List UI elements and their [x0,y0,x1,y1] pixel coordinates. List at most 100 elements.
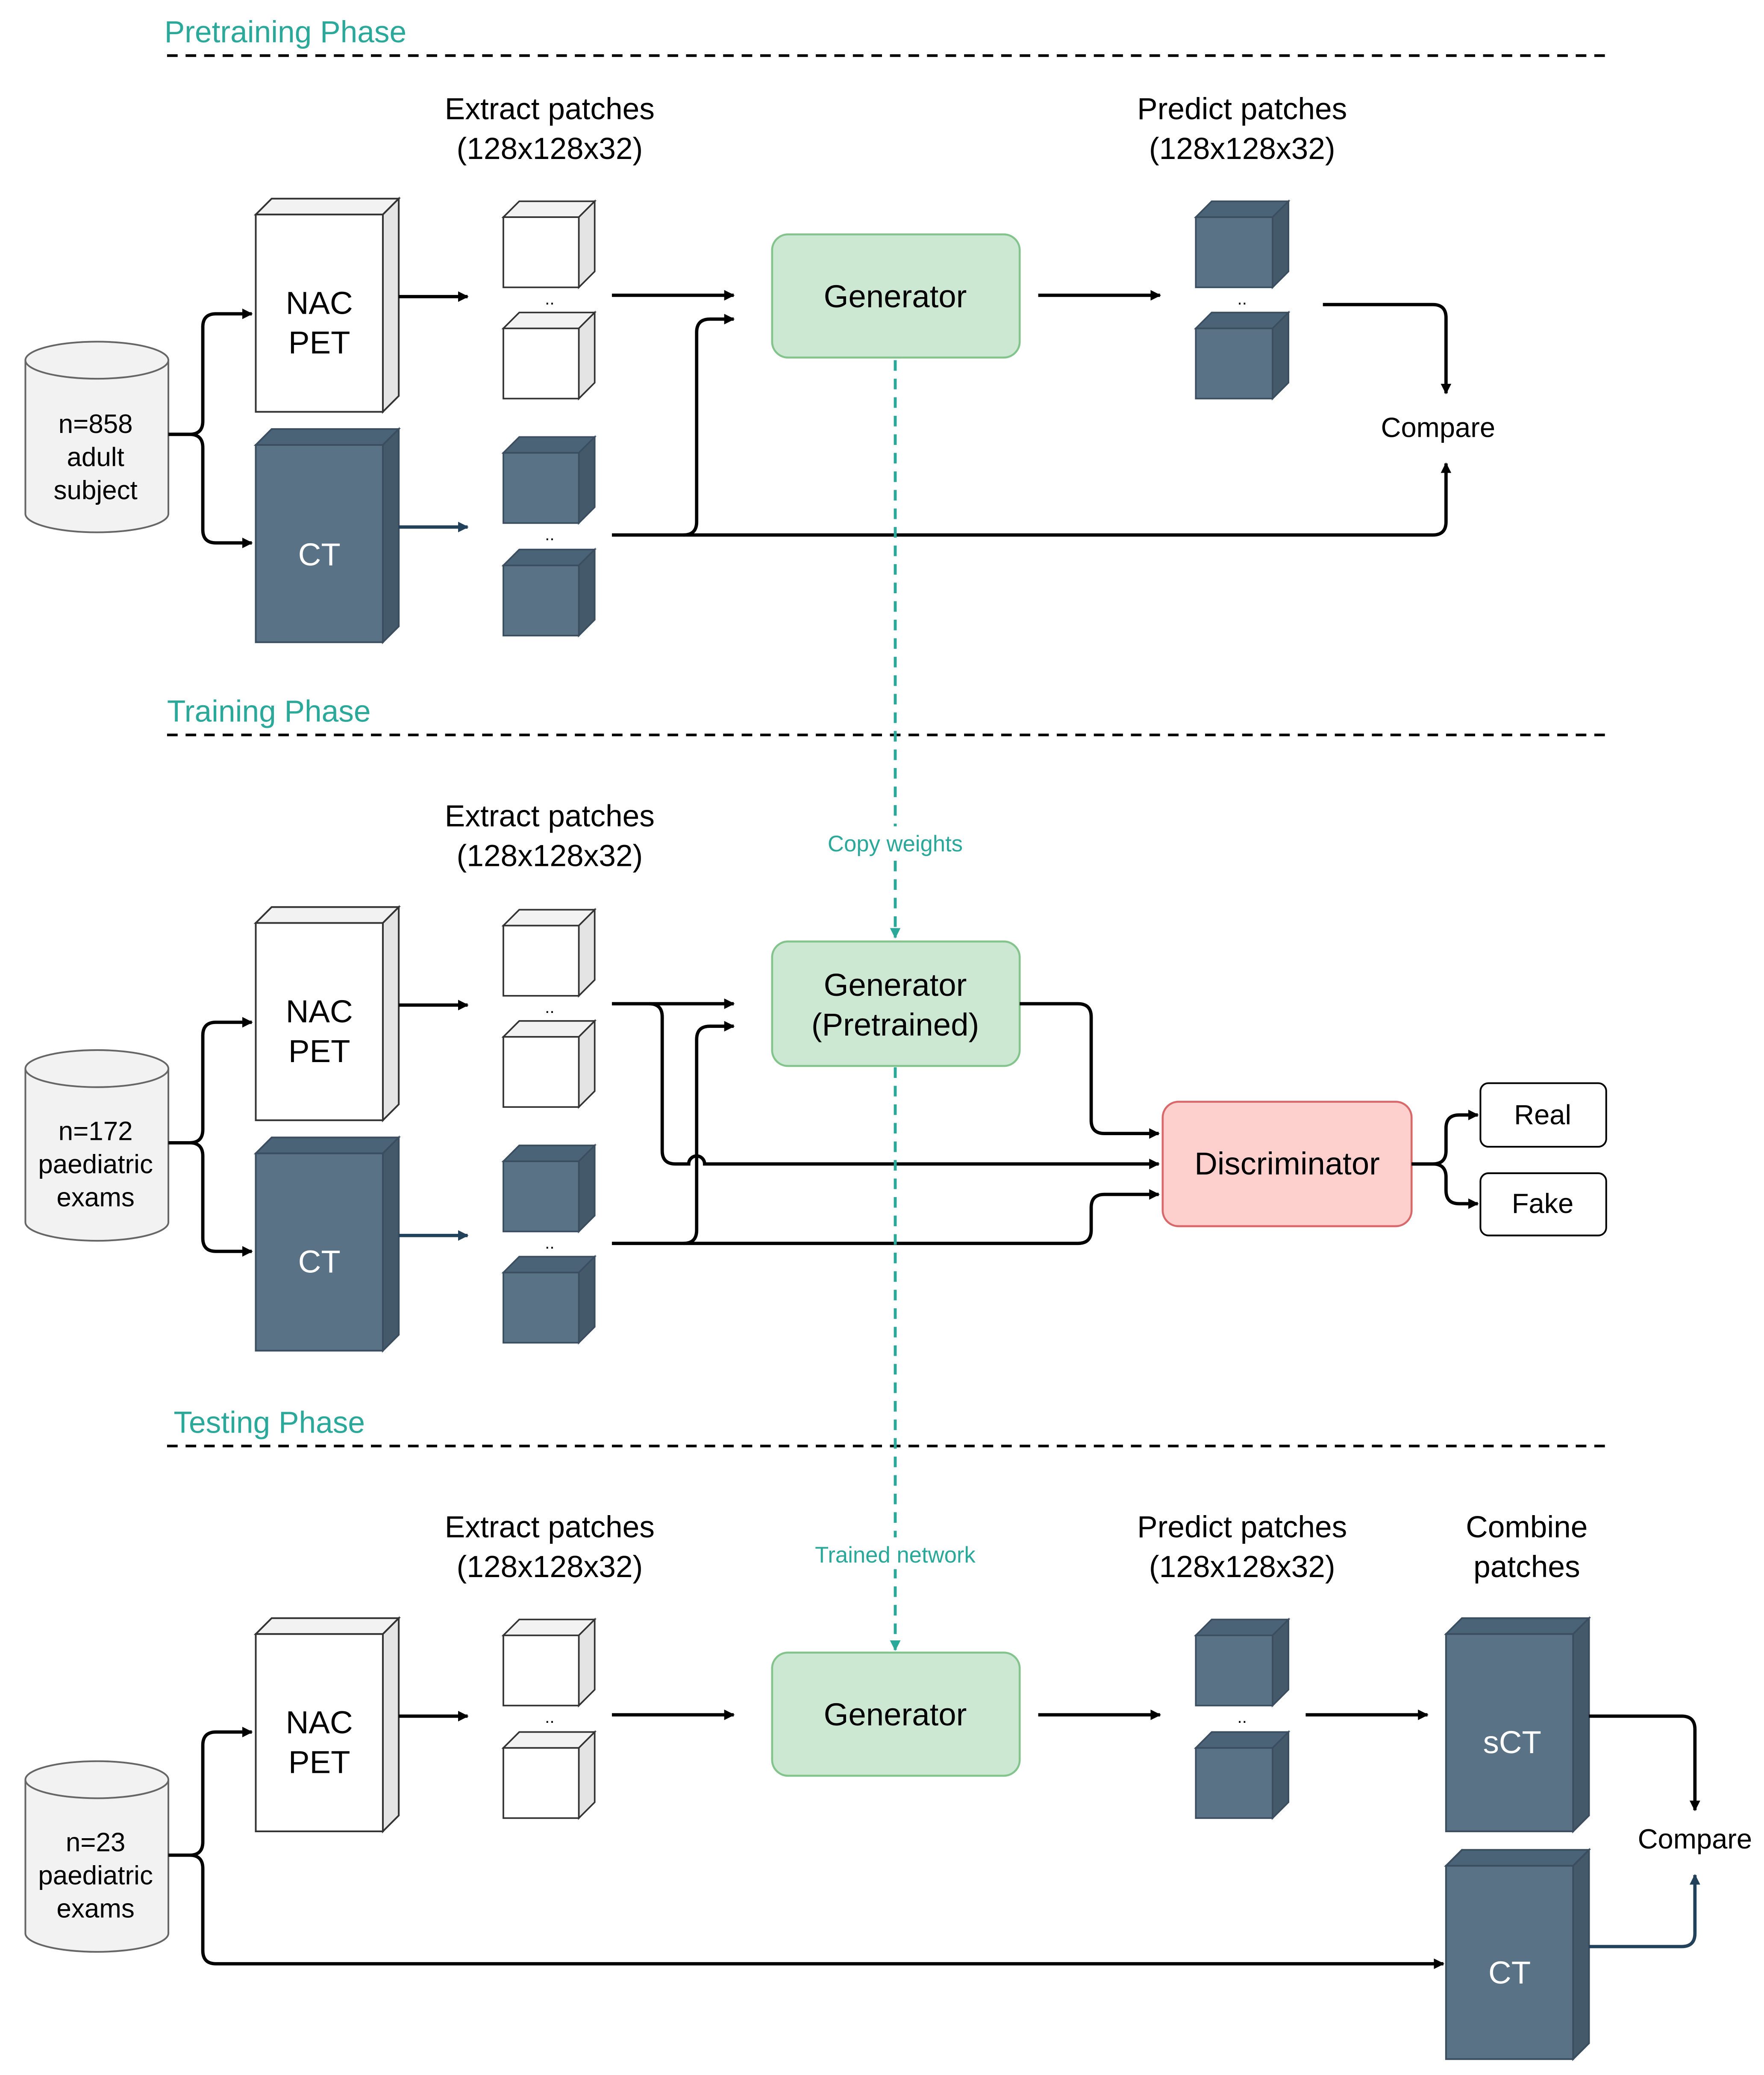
combine-patches-label: Combine [1466,1510,1588,1544]
ct-volume: CT [253,427,401,645]
nac-label: NAC [286,285,353,321]
compare-label: Compare [1638,1823,1752,1854]
predicted-patch [1194,1730,1291,1820]
generator-to-discriminator-arrow [1020,1002,1160,1139]
generator-label: Generator [824,279,967,314]
nac-label: NAC [286,1705,353,1740]
pretraining-phase-title: Pretraining Phase [165,15,406,49]
training-phase: Training Phase n=172 paediatric exams NA… [24,695,1609,1353]
patch-ellipsis: .. [1238,289,1247,309]
patch-ellipsis: .. [545,1707,554,1727]
discriminator-to-fake-arrow [1411,1162,1479,1209]
testing-phase-title: Testing Phase [173,1405,365,1439]
pet-patch [501,310,597,401]
ct-label: CT [1488,1955,1531,1990]
ct-patches-to-discriminator-arrow [683,1189,1160,1245]
real-output-box: Real [1479,1082,1607,1148]
dataset-count: n=23 [66,1828,126,1857]
pet-patch [501,1730,597,1820]
dataset-count: n=172 [59,1117,133,1146]
sct-volume: sCT [1444,1616,1591,1834]
predicted-patch [1194,199,1291,289]
fake-label: Fake [1512,1188,1574,1219]
ct-volume: CT [253,1135,401,1353]
trained-network-label: Trained network [815,1542,976,1568]
predicted-patch [1194,310,1291,401]
compare-label: Compare [1381,412,1496,443]
ct-patch [501,1143,597,1233]
weight-transfer: Copy weights Trained network [797,360,994,1651]
ct-to-compare-arrow [1589,1874,1700,1948]
ct-patches-to-generator-arrow [612,1021,735,1245]
patch-ellipsis: .. [545,998,554,1017]
dataset-unit: subject [53,476,137,505]
combine-patches-label-line2: patches [1473,1550,1580,1584]
ct-patch [501,1254,597,1345]
pet-patches-to-discriminator-arrow [649,1002,1160,1169]
trained-generator-block: Generator [771,1651,1021,1777]
copy-weights-label: Copy weights [828,831,963,856]
fake-output-box: Fake [1479,1172,1607,1236]
db-to-ct-arrow [168,1853,1445,1969]
dataset-population: paediatric [38,1150,153,1179]
generator-block: Generator [771,233,1021,359]
dataset-count: n=858 [59,409,133,439]
sct-to-compare-arrow [1589,1714,1700,1811]
discriminator-block: Discriminator [1161,1101,1413,1227]
sct-label: sCT [1483,1725,1541,1760]
discriminator-to-real-arrow [1411,1110,1479,1166]
db-to-pet-arrow [168,1727,253,1857]
discriminator-label: Discriminator [1194,1146,1380,1181]
ct-patch [501,435,597,525]
extract-patches-size: (128x128x32) [456,839,643,873]
training-phase-title: Training Phase [167,695,371,729]
predict-patches-label: Predict patches [1137,92,1347,126]
pretraining-connectors [168,290,1452,548]
dataset-unit: exams [56,1894,134,1923]
extract-patches-size: (128x128x32) [456,132,643,166]
db-to-pet-arrow [168,1017,253,1145]
nac-pet-volume: NAC PET [253,196,401,414]
pet-label: PET [288,1745,350,1780]
pet-patch [501,1617,597,1708]
pretrained-generator-block: Generator (Pretrained) [771,940,1021,1067]
ct-patches-to-generator-arrow [612,314,735,537]
generator-label: Generator [824,1697,967,1732]
db-to-pet-arrow [168,308,253,436]
predicted-patch [1194,1617,1291,1708]
testing-phase: Testing Phase n=23 paediatric exams NAC … [24,1405,1752,2061]
training-connectors [168,998,1479,1257]
dataset-cylinder: n=23 paediatric exams [24,1760,170,1953]
db-to-ct-arrow [168,1141,253,1257]
nac-label: NAC [286,994,353,1029]
predict-patches-label: Predict patches [1137,1510,1347,1544]
db-to-ct-arrow [168,433,253,548]
ct-patches-to-compare-arrow [683,462,1452,537]
nac-pet-volume: NAC PET [253,1616,401,1834]
prediction-to-compare-arrow [1323,303,1452,394]
dataset-unit: exams [56,1183,134,1213]
extract-patches-label: Extract patches [445,1510,655,1544]
ct-volume: CT [1444,1848,1591,2061]
ct-patch [501,547,597,638]
extract-patches-size: (128x128x32) [456,1550,643,1584]
ct-label: CT [298,1244,341,1279]
pretraining-phase: Pretraining Phase n=858 adult subject NA… [24,15,1609,645]
pet-patch [501,908,597,998]
pet-label: PET [288,325,350,360]
extract-patches-label: Extract patches [445,799,655,833]
generator-label: Generator [824,967,967,1003]
predict-patches-size: (128x128x32) [1149,1550,1335,1584]
dataset-cylinder: n=858 adult subject [24,341,170,533]
pet-patch [501,1019,597,1109]
patch-ellipsis: .. [545,525,554,544]
patch-ellipsis: .. [545,289,554,309]
pet-patch [501,199,597,289]
pet-label: PET [288,1033,350,1069]
real-label: Real [1514,1099,1571,1130]
patch-ellipsis: .. [1238,1707,1247,1727]
pretrained-label: (Pretrained) [811,1007,979,1042]
patch-ellipsis: .. [545,1233,554,1253]
nac-pet-volume: NAC PET [253,905,401,1123]
